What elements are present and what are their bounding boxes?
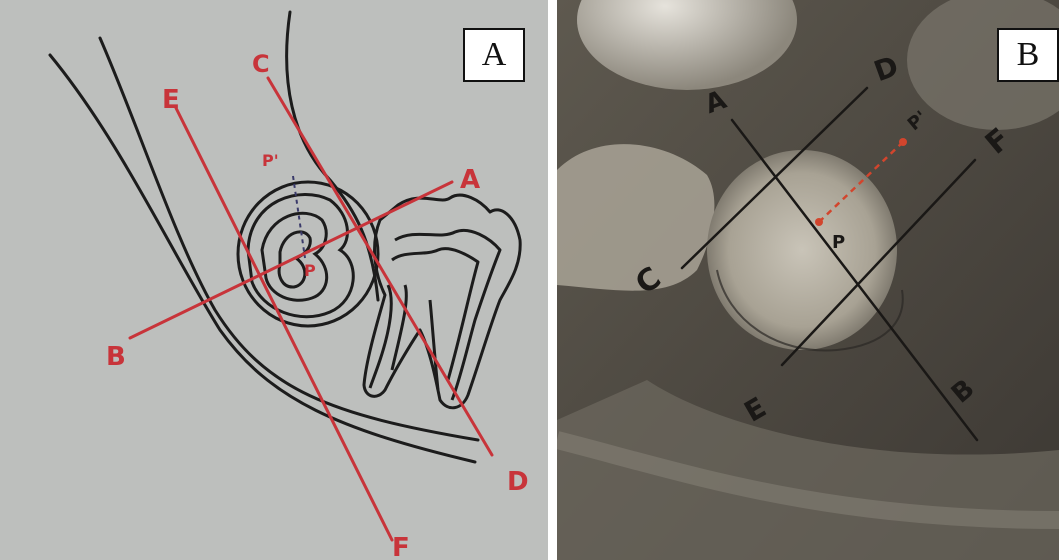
- label-d: D: [507, 467, 529, 497]
- panel-a-svg: A B C D E F P' P: [0, 0, 548, 560]
- paper-shade: [0, 0, 548, 560]
- point-p-prime: [899, 138, 907, 146]
- label-p: P: [304, 261, 316, 280]
- panel-b-radiograph: A B C D E F P P' B: [557, 0, 1059, 560]
- label-c: C: [252, 50, 270, 78]
- label-a: A: [460, 165, 480, 195]
- panel-a-drawing: A B C D E F P' P A: [0, 0, 548, 560]
- label-p: P: [832, 232, 845, 253]
- panel-b-badge: B: [997, 28, 1059, 82]
- label-p-prime: P': [262, 151, 279, 170]
- panel-b-svg: A B C D E F P P': [557, 0, 1059, 560]
- label-b: B: [106, 342, 126, 372]
- label-e: E: [162, 85, 180, 115]
- label-f: F: [392, 533, 410, 560]
- panel-a-badge: A: [463, 28, 525, 82]
- impacted-tooth-crown: [707, 150, 897, 350]
- point-p: [815, 218, 823, 226]
